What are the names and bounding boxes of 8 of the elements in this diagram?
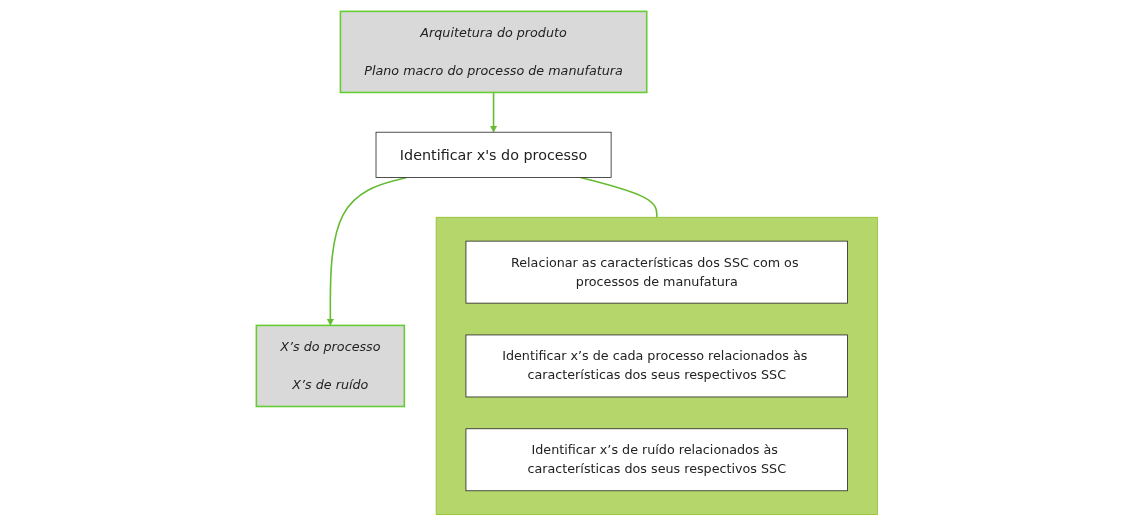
node-box: Identificar x’s de cada processo relacionados às características dos seus respectivos SSC (465, 334, 848, 398)
node-box: Identificar x’s de ruído relacionados às características dos seus respectivos SSC (465, 428, 848, 492)
cluster (435, 216, 878, 515)
node-box: X’s do processo X’s de ruído (255, 324, 405, 408)
node-box: Identificar x's do processo (375, 131, 612, 178)
node-box: Arquitetura do produto Plano macro do processo de manufatura (339, 10, 648, 94)
node-box: Relacionar as características dos SSC com os processos de manufatura (465, 240, 848, 304)
arrow (489, 91, 497, 133)
